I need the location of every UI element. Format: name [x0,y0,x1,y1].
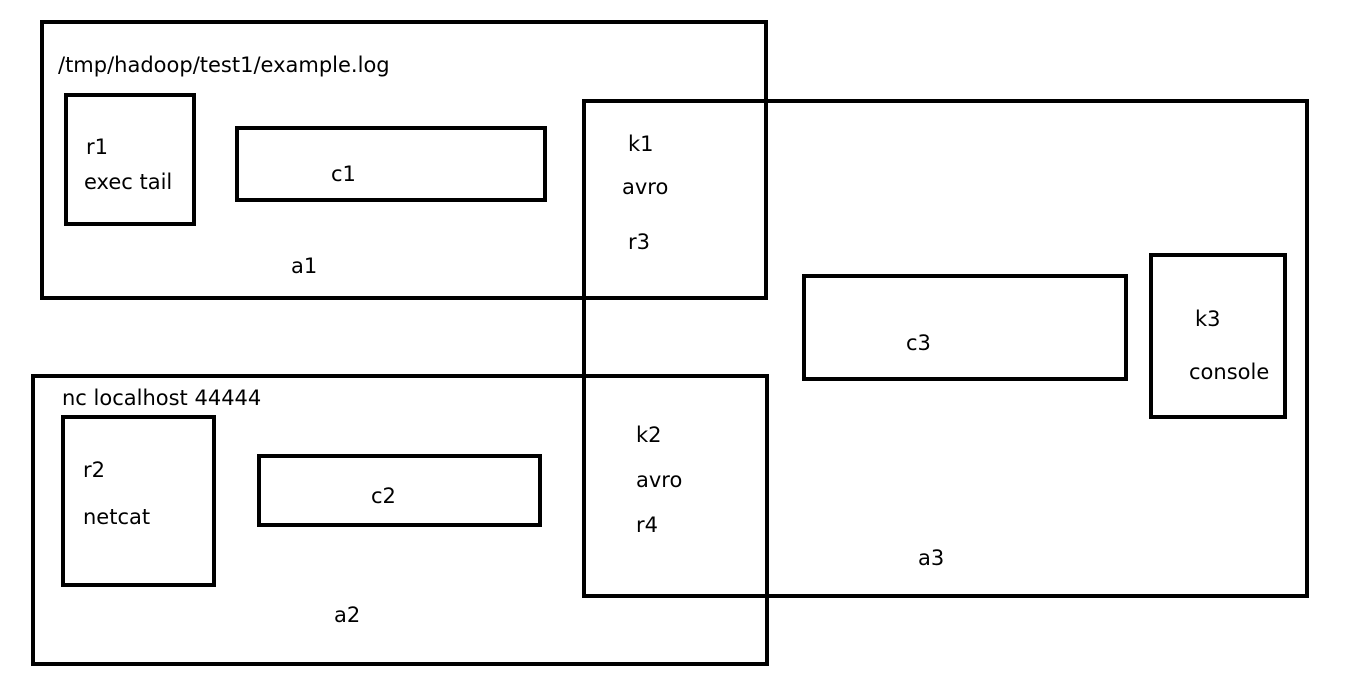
a2-command-label: nc localhost 44444 [62,386,262,410]
c2-label: c2 [371,484,396,508]
channel-c2-box [257,454,542,527]
a1-path-label: /tmp/hadoop/test1/example.log [58,53,390,77]
c3-label: c3 [906,331,931,355]
channel-c3-box [802,274,1128,381]
r1-type-label: exec tail [84,170,173,194]
k3-name-label: k3 [1195,307,1221,331]
agent-a3-box [582,99,1309,598]
agent-a1-box [40,20,768,300]
a1-agent-label: a1 [291,254,318,278]
channel-c1-box [235,126,547,202]
agent-a2-box [31,374,769,666]
source-r1-box [64,93,196,226]
k1-label: k1 [628,132,654,156]
r2-name-label: r2 [83,458,105,482]
sink-k3-box [1149,253,1287,419]
source-r2-box [61,415,216,587]
r2-type-label: netcat [83,505,151,529]
k2-label: k2 [636,423,662,447]
a2-agent-label: a2 [334,603,361,627]
r3-label: r3 [628,230,650,254]
r1-name-label: r1 [86,135,108,159]
a3-agent-label: a3 [918,546,945,570]
c1-label: c1 [331,162,356,186]
r4-label: r4 [636,513,658,537]
avro-upper-label: avro [622,175,669,199]
avro-lower-label: avro [636,468,683,492]
k3-type-label: console [1189,360,1270,384]
